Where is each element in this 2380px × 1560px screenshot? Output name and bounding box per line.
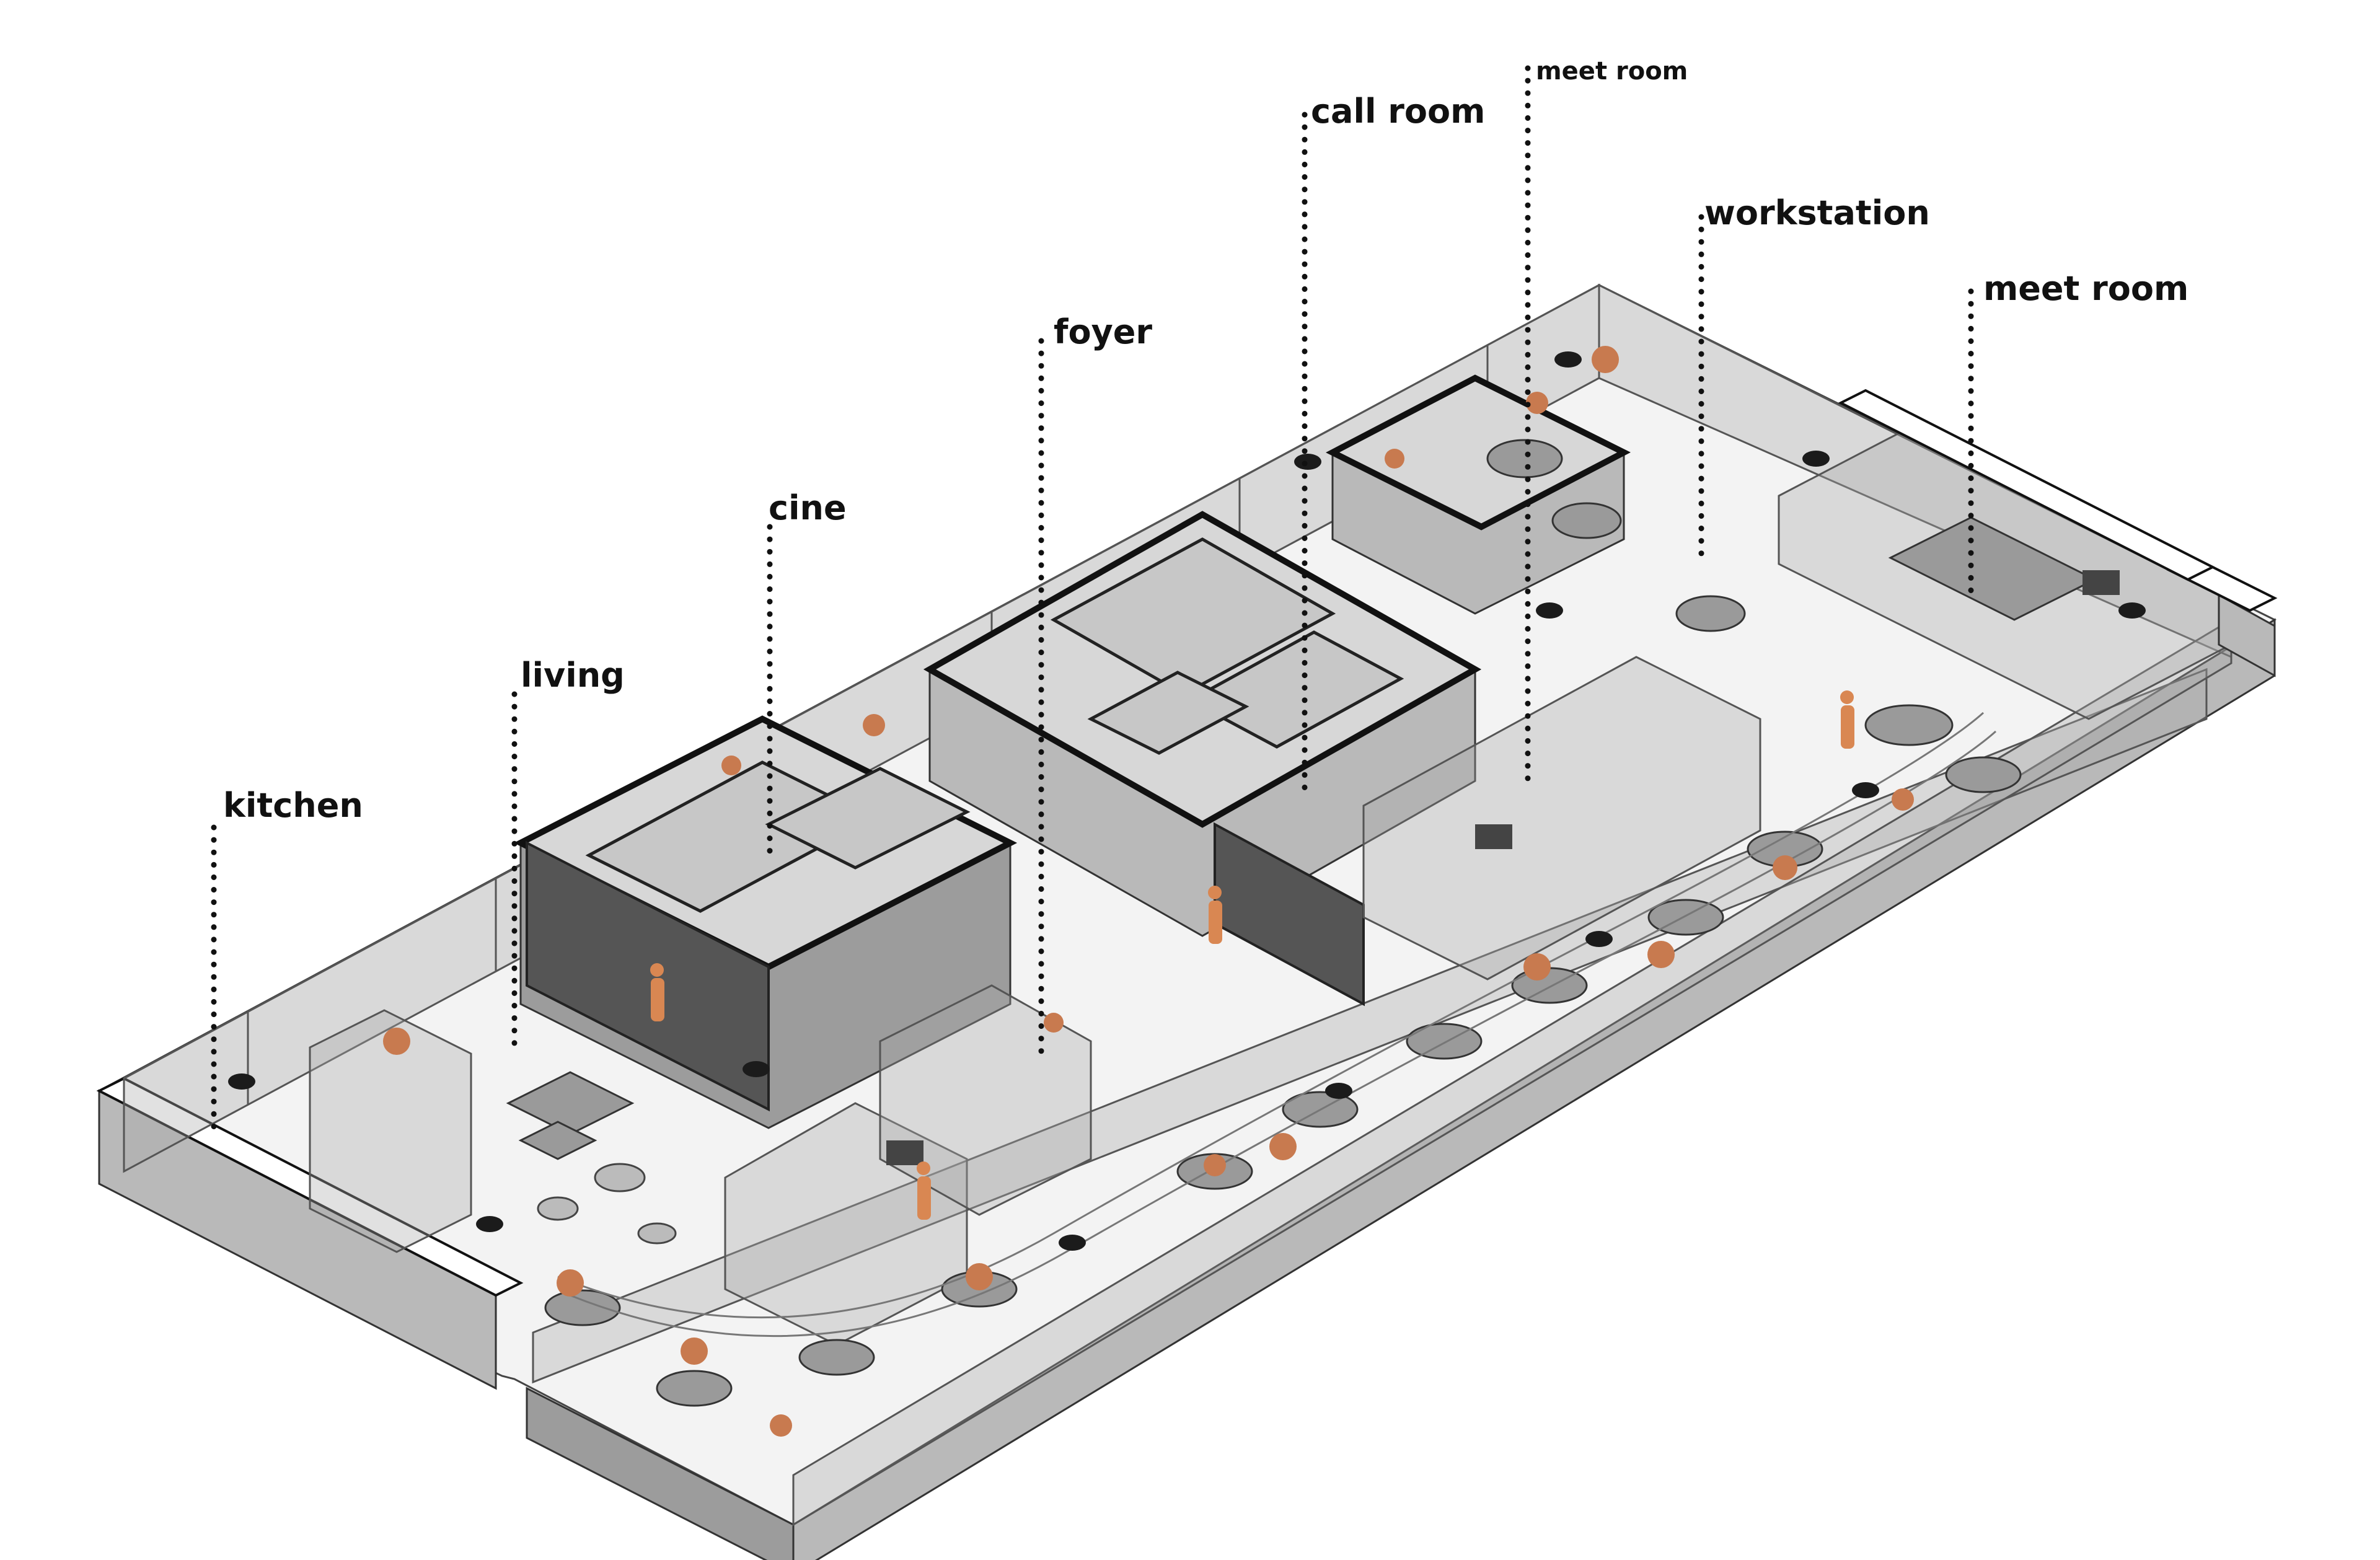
label-meet-room: meet room xyxy=(1983,269,2188,308)
leader-lines xyxy=(211,65,1974,1131)
back-wall xyxy=(123,283,2232,1173)
label-kitchen: kitchen xyxy=(223,786,363,825)
person-foyer xyxy=(1208,886,1222,944)
core-block xyxy=(513,374,1631,1129)
glass-rooms xyxy=(724,420,2232,1346)
person-meet xyxy=(917,1161,931,1220)
workstation-clusters xyxy=(544,439,2022,1407)
label-meet-room-small: meet room xyxy=(1536,57,1688,86)
person-living xyxy=(650,963,664,1021)
label-living: living xyxy=(521,656,625,695)
label-call-room: call room xyxy=(1311,92,1485,131)
right-end-wall xyxy=(1838,389,2278,677)
person-figure-icon xyxy=(650,690,1854,1220)
person-workstation xyxy=(1840,690,1854,749)
label-cine: cine xyxy=(769,488,847,527)
labels: kitchen living cine foyer call room meet… xyxy=(223,57,2188,825)
label-foyer: foyer xyxy=(1054,312,1152,351)
kitchen-living xyxy=(309,1009,677,1253)
column-icon xyxy=(228,351,2146,1251)
workstation-cluster-icon xyxy=(544,439,2022,1407)
label-workstation: workstation xyxy=(1704,193,1930,232)
plant-icon xyxy=(383,346,1914,1437)
